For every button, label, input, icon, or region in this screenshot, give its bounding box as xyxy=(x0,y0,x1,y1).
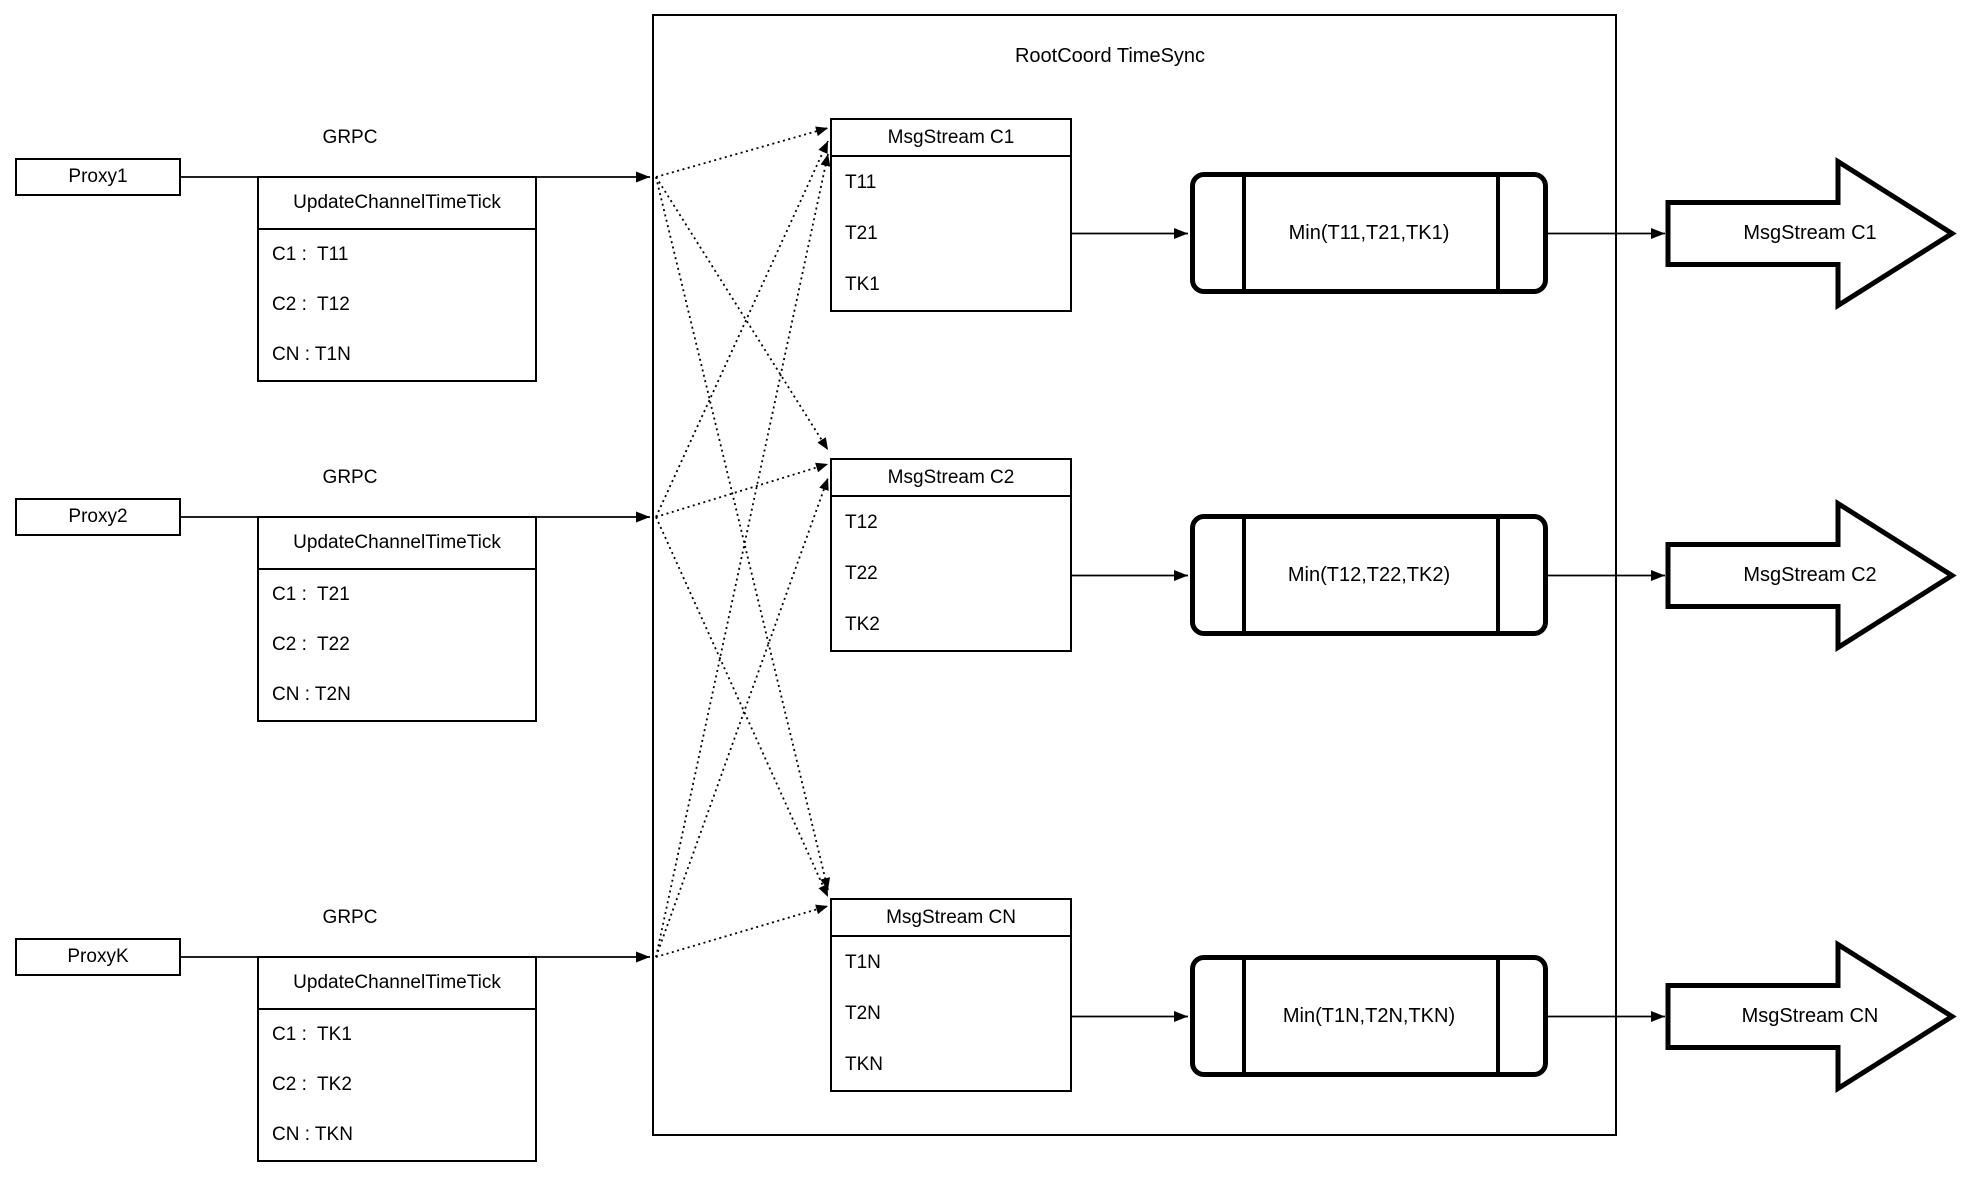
msgstream-cn-row: T1N xyxy=(845,951,881,973)
msgstream-c2-row: T22 xyxy=(845,562,878,584)
min-box-left-bar xyxy=(1242,960,1246,1072)
tick-table-1-row: CN : T1N xyxy=(272,344,351,365)
fanout-proxy1-to-c2 xyxy=(655,176,829,451)
fanout-proxyk-to-c2 xyxy=(655,477,829,958)
tick-table-2-row: C1 : T21 xyxy=(272,584,350,605)
tick-table-3-row: C2 : TK2 xyxy=(272,1074,352,1095)
fanout-proxy2-to-cn xyxy=(655,516,829,898)
msgstream-c2-row: T12 xyxy=(845,511,878,533)
min-box-right-bar xyxy=(1496,519,1500,631)
min-cn-label: Min(T1N,T2N,TKN) xyxy=(1282,1004,1456,1027)
min-c1-label: Min(T11,T21,TK1) xyxy=(1288,221,1450,244)
output-arrow-c2-shape xyxy=(1665,498,1957,653)
msgstream-c1-table: MsgStream C1 T11 T21 TK1 xyxy=(830,118,1072,312)
proxyk-box: ProxyK xyxy=(15,938,181,976)
min-box-right-bar xyxy=(1496,960,1500,1072)
proxyk-label: ProxyK xyxy=(67,946,129,967)
output-arrow-c1-label: MsgStream C1 xyxy=(1743,222,1877,244)
fanout-proxy2-to-c2 xyxy=(655,462,829,518)
fanout-proxyk-to-cn xyxy=(655,904,829,958)
tick-table-1-row: C1 : T11 xyxy=(272,244,349,265)
update-channel-time-tick-table-3: UpdateChannelTimeTick C1 : TK1 C2 : TK2 … xyxy=(257,956,537,1162)
tick-table-3-row: CN : TKN xyxy=(272,1124,353,1145)
tick-table-1-row: C2 : T12 xyxy=(272,294,350,315)
fanout-proxy1-to-cn xyxy=(655,176,831,891)
output-arrow-cn-shape xyxy=(1665,939,1957,1094)
msgstream-c2-row: TK2 xyxy=(845,613,880,635)
rootcoord-timesync-container xyxy=(652,14,1617,1136)
grpc-label-row2: GRPC xyxy=(322,467,378,488)
min-process-box-c1: Min(T11,T21,TK1) xyxy=(1190,172,1548,294)
msgstream-c1-table-header: MsgStream C1 xyxy=(832,120,1070,157)
min-c2-label: Min(T12,T22,TK2) xyxy=(1287,563,1451,586)
update-channel-time-tick-table-1: UpdateChannelTimeTick C1 : T11 C2 : T12 … xyxy=(257,176,537,382)
output-arrow-cn-label: MsgStream CN xyxy=(1741,1005,1879,1027)
msgstream-c1-row: T21 xyxy=(845,222,878,244)
tick-table-2-row: C2 : T22 xyxy=(272,634,350,655)
min-box-left-bar xyxy=(1242,177,1246,289)
update-channel-time-tick-table-2: UpdateChannelTimeTick C1 : T21 C2 : T22 … xyxy=(257,516,537,722)
msgstream-c2-table: MsgStream C2 T12 T22 TK2 xyxy=(830,458,1072,652)
msgstream-c2-table-header: MsgStream C2 xyxy=(832,460,1070,497)
msgstream-cn-row: TKN xyxy=(845,1053,883,1075)
msgstream-c1-row: TK1 xyxy=(845,273,880,295)
msgstream-cn-table: MsgStream CN T1N T2N TKN xyxy=(830,898,1072,1092)
msgstream-c1-row: T11 xyxy=(845,171,877,193)
min-box-right-bar xyxy=(1496,177,1500,289)
tick-table-2-header: UpdateChannelTimeTick xyxy=(259,518,535,570)
tick-table-1-header: UpdateChannelTimeTick xyxy=(259,178,535,230)
proxy2-label: Proxy2 xyxy=(68,506,128,527)
msgstream-cn-row: T2N xyxy=(845,1002,881,1024)
grpc-label-row1: GRPC xyxy=(322,127,378,148)
output-arrow-c1-shape xyxy=(1665,156,1957,311)
proxy1-label: Proxy1 xyxy=(68,166,128,187)
fanout-proxy1-to-c1 xyxy=(655,126,829,178)
tick-table-3-header: UpdateChannelTimeTick xyxy=(259,958,535,1010)
grpc-label-row3: GRPC xyxy=(322,907,378,928)
tick-table-3-row: C1 : TK1 xyxy=(272,1024,352,1045)
tick-table-2-row: CN : T2N xyxy=(272,684,351,705)
min-process-box-cn: Min(T1N,T2N,TKN) xyxy=(1190,955,1548,1077)
proxy2-box: Proxy2 xyxy=(15,498,181,536)
min-box-left-bar xyxy=(1242,519,1246,631)
rootcoord-title: RootCoord TimeSync xyxy=(1014,45,1206,67)
proxy1-box: Proxy1 xyxy=(15,158,181,196)
output-arrow-c2-label: MsgStream C2 xyxy=(1743,564,1877,586)
min-process-box-c2: Min(T12,T22,TK2) xyxy=(1190,514,1548,636)
msgstream-cn-table-header: MsgStream CN xyxy=(832,900,1070,937)
